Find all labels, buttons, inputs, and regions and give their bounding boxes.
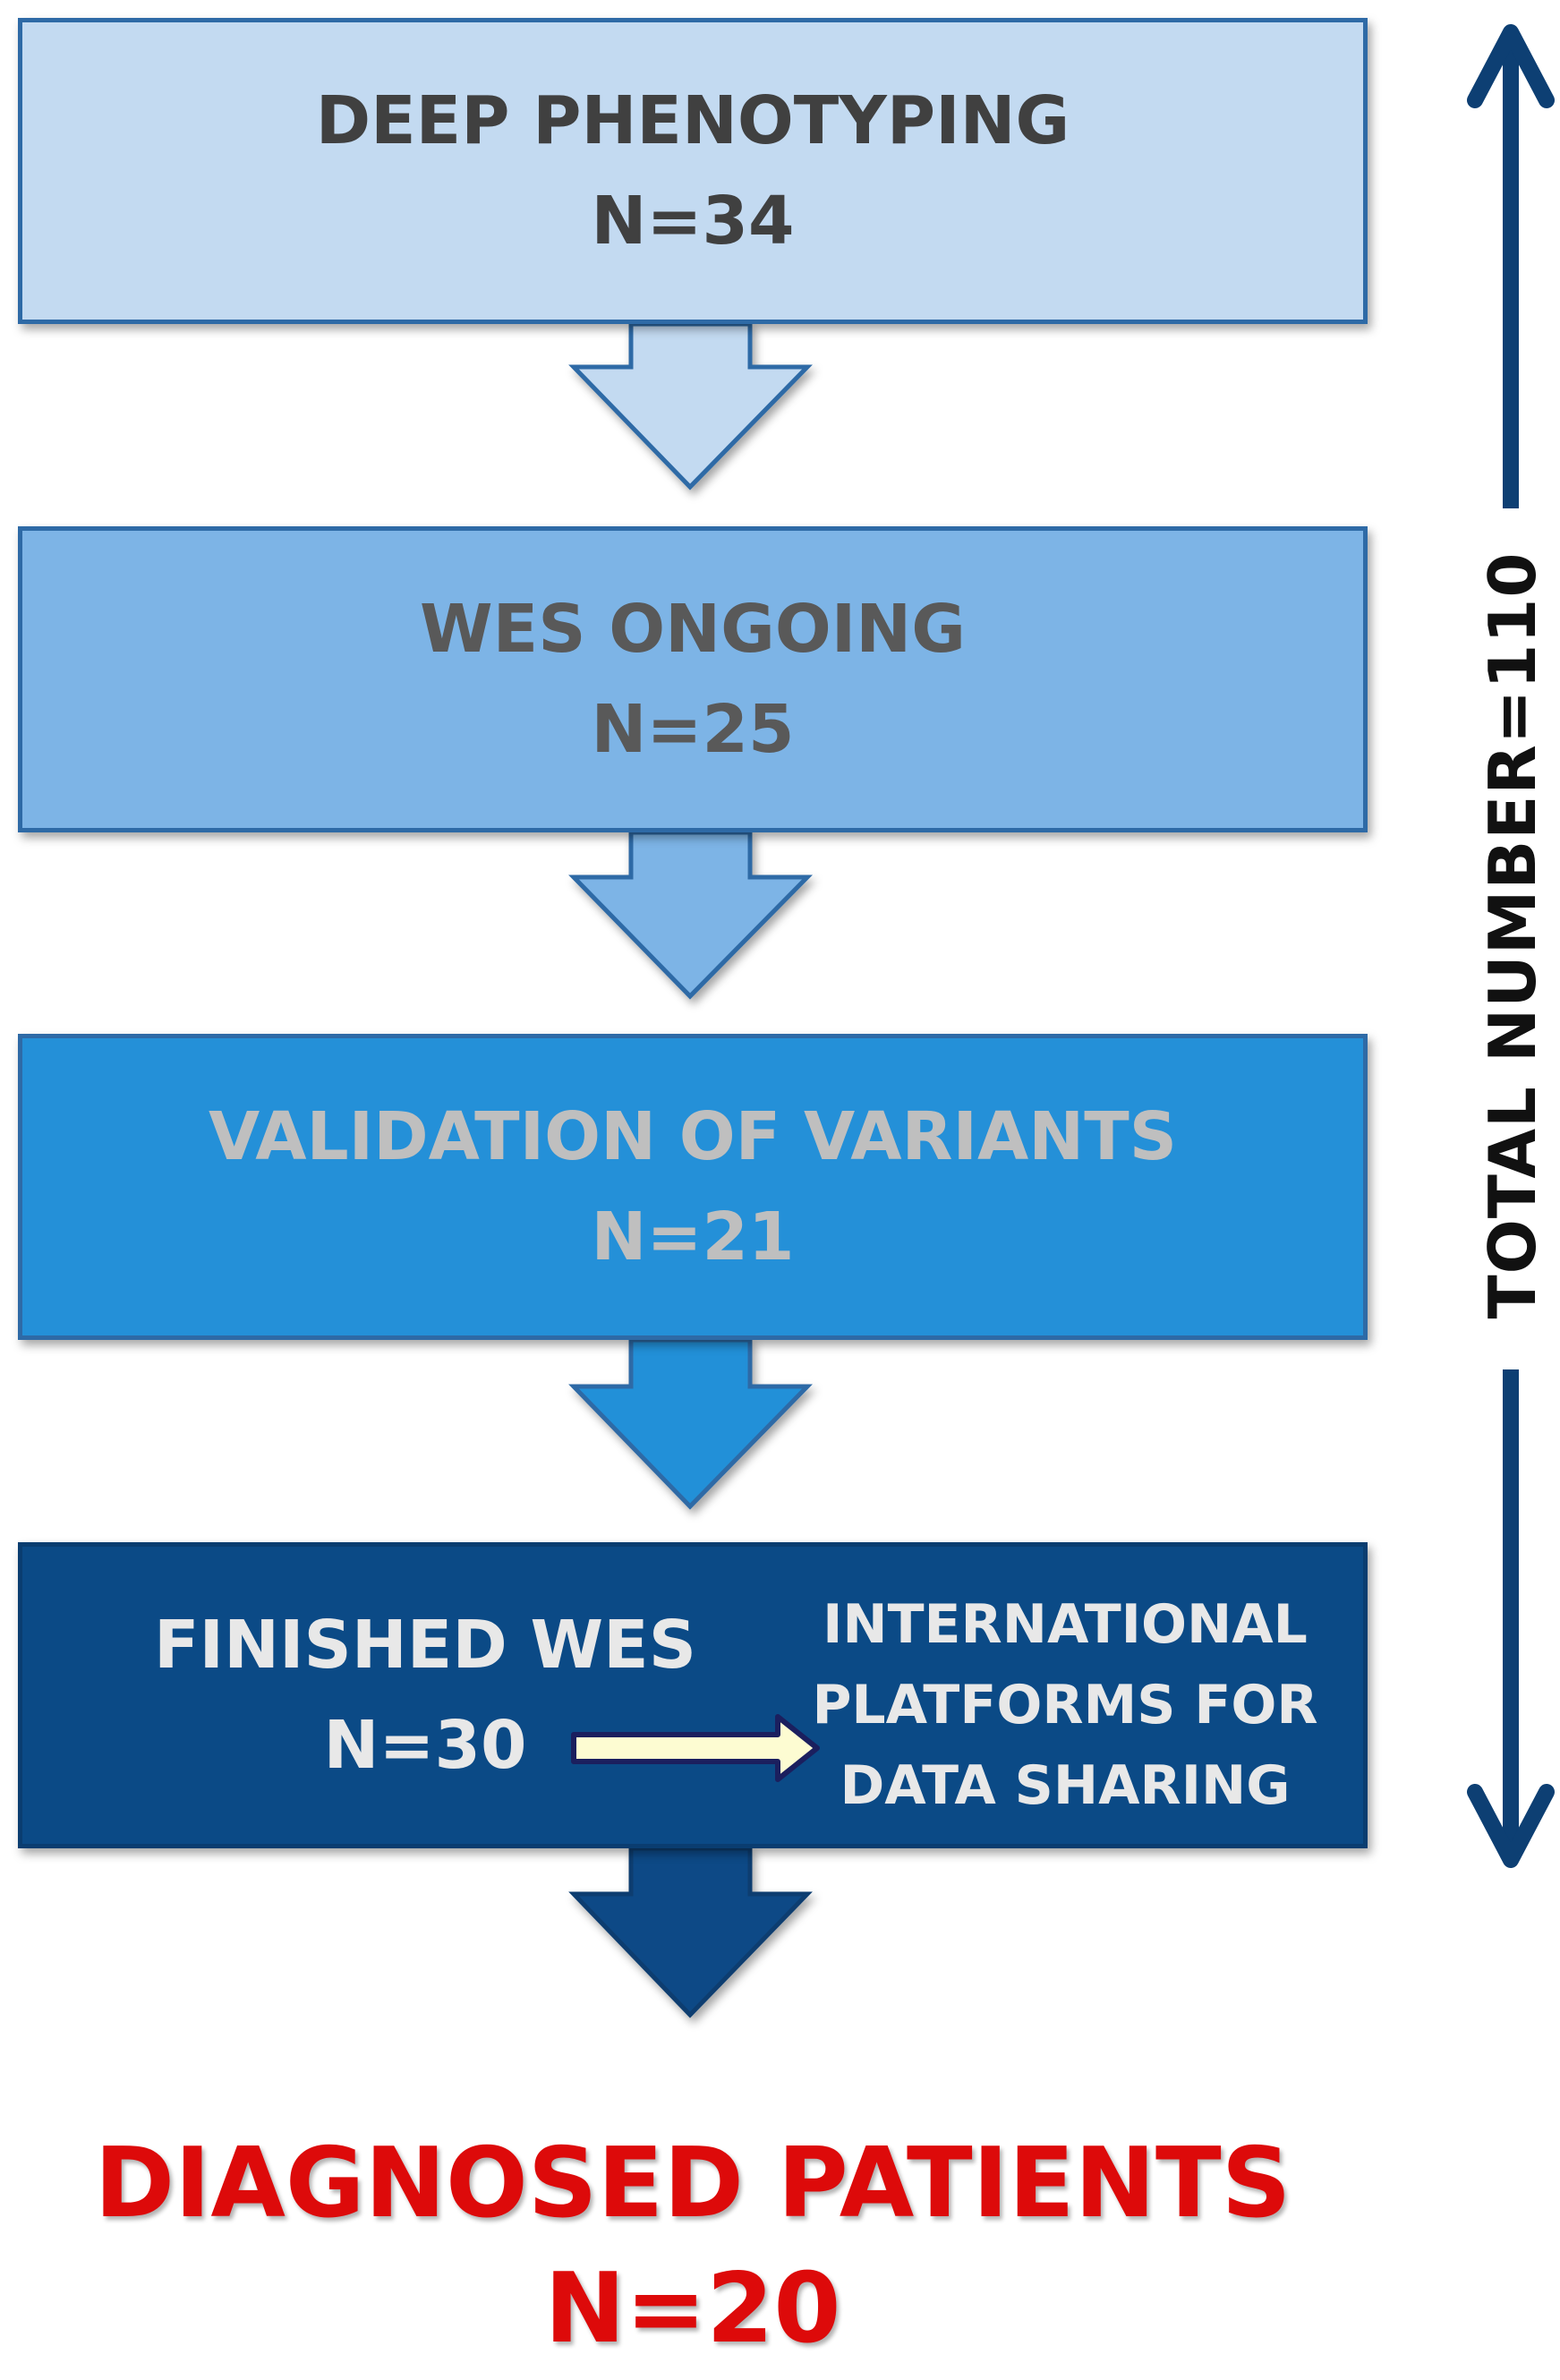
data-sharing-platforms-label: INTERNATIONAL PLATFORMS FOR DATA SHARING <box>810 1584 1320 1826</box>
stage-box-deep-phenotyping: DEEP PHENOTYPING N=34 <box>18 18 1368 324</box>
total-number-label: TOTAL NUMBER=110 <box>1475 551 1550 1319</box>
stage-title: DEEP PHENOTYPING <box>315 82 1070 159</box>
stage-title: FINISHED WES <box>154 1607 696 1684</box>
platforms-line-3: DATA SHARING <box>840 1754 1291 1817</box>
finished-wes-group: FINISHED WES N=30 <box>130 1595 720 1796</box>
stage-title: WES ONGOING <box>420 591 966 668</box>
diagnosed-patients-count: N=20 <box>544 2253 841 2365</box>
platforms-line-2: PLATFORMS FOR <box>812 1674 1318 1736</box>
down-arrow-2 <box>568 830 813 1000</box>
stage-count: N=30 <box>323 1707 527 1784</box>
stage-box-validation-of-variants: VALIDATION OF VARIANTS N=21 <box>18 1034 1368 1340</box>
down-arrow-3 <box>568 1337 813 1510</box>
stage-count: N=21 <box>591 1199 795 1275</box>
platforms-line-1: INTERNATIONAL <box>823 1593 1308 1656</box>
diagnosed-patients-title: DIAGNOSED PATIENTS <box>94 2128 1291 2239</box>
down-arrow-4 <box>568 1846 813 2018</box>
stage-box-finished-wes: FINISHED WES N=30 INTERNATIONAL PLATFORM… <box>18 1542 1368 1848</box>
stage-box-wes-ongoing: WES ONGOING N=25 <box>18 526 1368 832</box>
stage-count: N=25 <box>591 691 795 768</box>
down-arrow-1 <box>568 321 813 491</box>
stage-title: VALIDATION OF VARIANTS <box>209 1098 1177 1175</box>
total-arrow-up-head <box>1467 24 1555 108</box>
stage-count: N=34 <box>591 183 795 260</box>
total-arrow-down-head <box>1467 1784 1555 1868</box>
side-arrow-icon <box>571 1714 820 1782</box>
